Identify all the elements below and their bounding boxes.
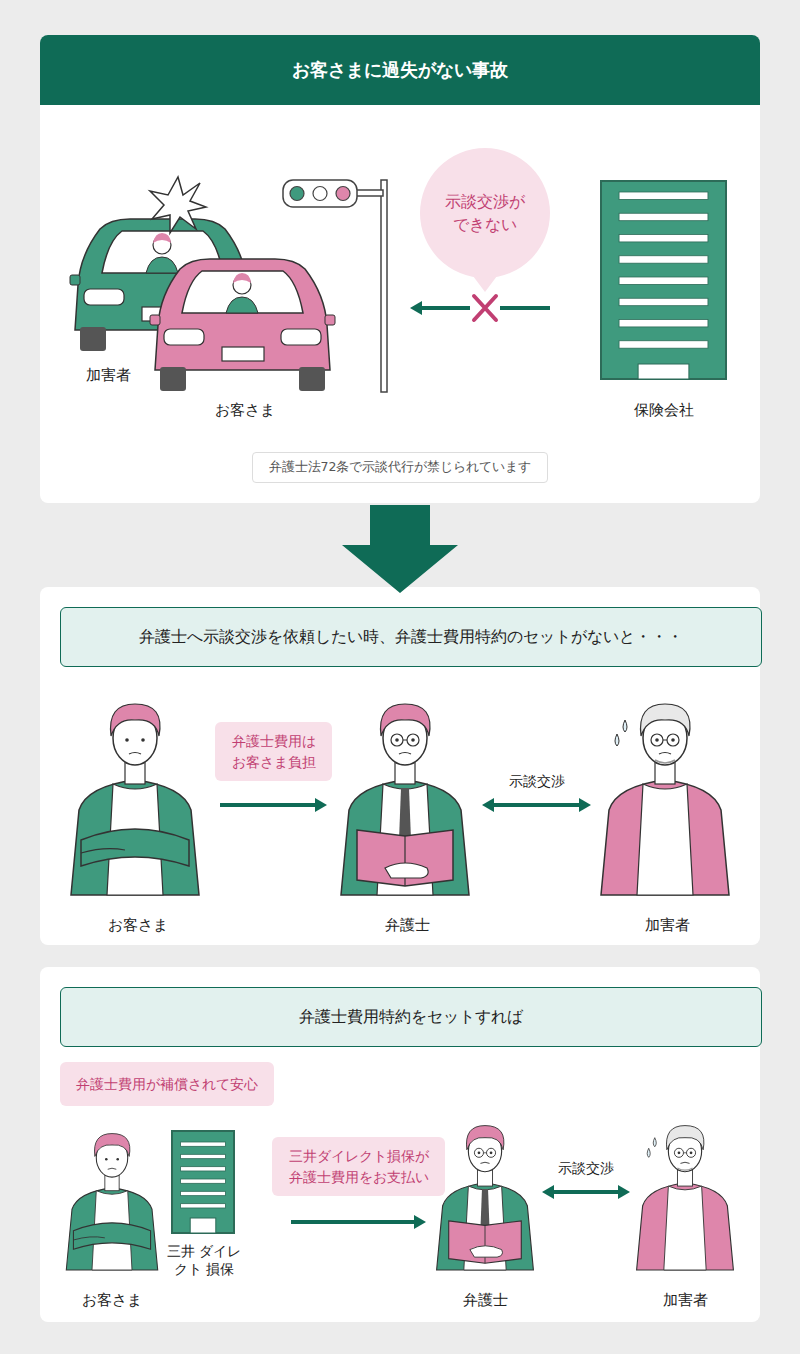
edge-label: 弁護士費用はお客さま負担 [215, 722, 331, 781]
figure-node: 加害者 [595, 690, 740, 935]
company-label: 三井 ダイレクト 損保 [165, 1242, 243, 1278]
edge-label: 示談交渉 [509, 773, 565, 791]
figure-art [335, 690, 475, 895]
figure-node: お客さま [150, 255, 410, 420]
figure-node: 三井 ダイレクト 損保 [165, 1130, 243, 1310]
note-text: 弁護士法72条で示談代行が禁じられています [269, 459, 532, 476]
figure-art [595, 690, 735, 895]
figure-art [432, 1115, 538, 1270]
figure-label: 弁護士 [335, 916, 480, 935]
figure-label: 加害者 [632, 1291, 738, 1310]
figure-label: 保険会社 [600, 401, 727, 420]
panel-heading: 弁護士費用特約をセットすれば [60, 987, 762, 1047]
connector-arrow [291, 1215, 426, 1229]
figure-node: お客さま [62, 1120, 162, 1310]
figure-node: 弁護士 [432, 1115, 542, 1310]
panel: 弁護士へ示談交渉を依頼したい時、弁護士費用特約のセットがないと・・・お客さま 弁護… [40, 587, 760, 945]
label-box: 示談交渉ができない [420, 148, 550, 278]
figure-art [62, 1120, 162, 1270]
figure-node: 弁護士 [335, 690, 480, 935]
connector-arrow [482, 798, 591, 812]
figure-art [148, 175, 208, 235]
figure-art [632, 1115, 738, 1270]
figure-node: 加害者 [632, 1115, 742, 1310]
edge-label: 三井ダイレクト損保が弁護士費用をお支払い [272, 1137, 444, 1196]
figure-node: お客さま [65, 690, 210, 935]
figure-label: お客さま [62, 1291, 162, 1310]
bubble-text: 示談交渉ができない [443, 190, 528, 236]
highlight-text: 弁護士費用が補償されて安心 [76, 1074, 258, 1094]
figure-label: 弁護士 [432, 1291, 538, 1310]
panel: お客さまに過失がない事故加害者お客さま 示談交渉ができない保険会社弁護士法72条で… [40, 35, 760, 503]
figure-label: 加害者 [78, 366, 138, 385]
figure-label: お客さま [65, 916, 210, 935]
building-art [171, 1130, 235, 1234]
figure-node: 保険会社 [600, 180, 730, 420]
figure-art [600, 180, 727, 380]
panel-heading: 弁護士へ示談交渉を依頼したい時、弁護士費用特約のセットがないと・・・ [60, 607, 762, 667]
edge-label: 示談交渉 [558, 1160, 614, 1178]
panel-heading: お客さまに過失がない事故 [40, 35, 760, 105]
label-box: 弁護士費用が補償されて安心 [60, 1062, 274, 1106]
figure-label: お客さま [150, 401, 340, 420]
connector-arrow [542, 1185, 630, 1199]
label-box: 弁護士法72条で示談代行が禁じられています [252, 452, 549, 483]
connector-arrow [220, 798, 327, 812]
figure-label: 加害者 [595, 916, 740, 935]
figure-art [150, 255, 335, 395]
figure-art [65, 690, 205, 895]
